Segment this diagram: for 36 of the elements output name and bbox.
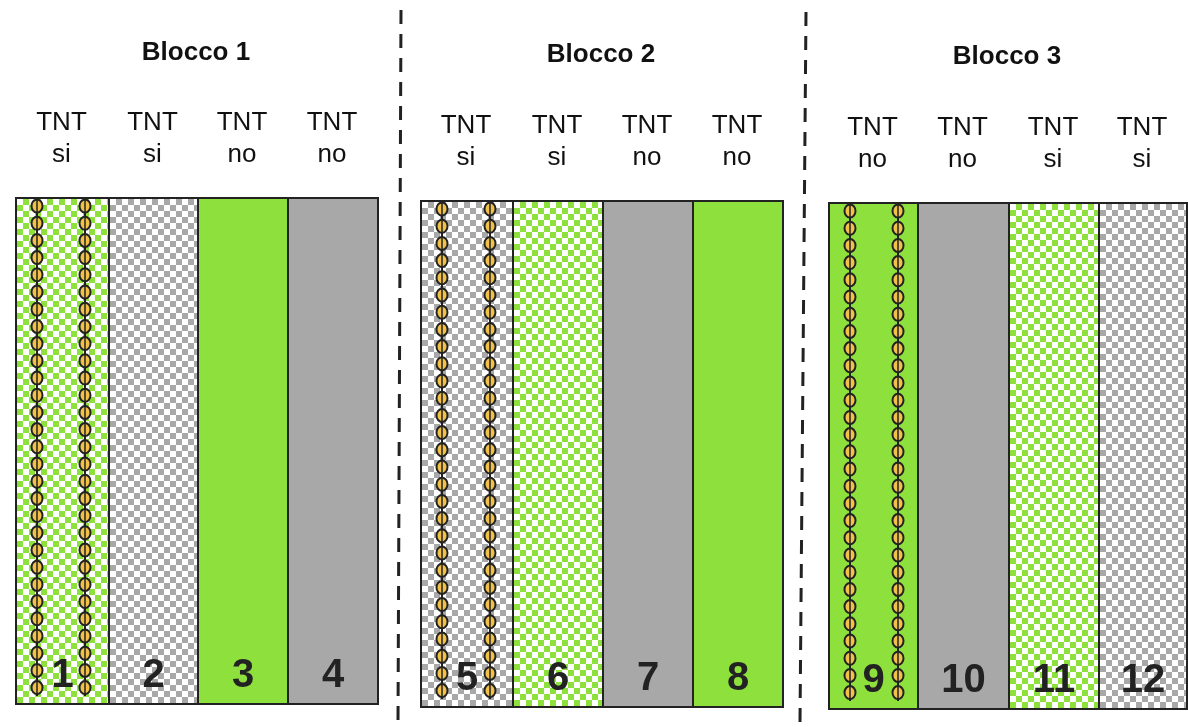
plot-strip [917, 202, 1010, 710]
plot-number: 9 [862, 656, 885, 700]
plot-number: 2 [142, 651, 165, 695]
plot-number: 4 [321, 651, 345, 695]
column-heading: TNT si [530, 108, 584, 172]
column-heading: TNT no [305, 105, 359, 169]
plot-strip [15, 197, 110, 705]
plot-number: 12 [1120, 656, 1166, 700]
plot-number: 8 [726, 654, 750, 698]
plot-number: 7 [636, 654, 660, 698]
plot-strip [108, 197, 199, 705]
plot-strip [420, 200, 514, 708]
column-heading: TNT si [1115, 110, 1169, 174]
plot-strip [692, 200, 784, 708]
block-heading: Blocco 3 [952, 40, 1062, 70]
column-heading: TNT si [126, 105, 179, 169]
column-heading: TNT si [439, 108, 493, 172]
plot-strip [512, 200, 604, 708]
block-heading: Blocco 2 [546, 38, 656, 68]
column-heading: TNT no [936, 110, 989, 174]
plot-number: 3 [231, 651, 255, 695]
plot-strip [602, 200, 694, 708]
plot-number: 5 [455, 654, 479, 698]
column-heading: TNT no [710, 108, 764, 172]
plot-strip [1098, 202, 1188, 710]
plot-strip [287, 197, 379, 705]
plot-strip [828, 202, 919, 710]
plot-strip [1008, 202, 1100, 710]
plot-strip [197, 197, 289, 705]
column-heading: TNT no [620, 108, 674, 172]
column-heading: TNT no [846, 110, 899, 174]
column-heading: TNT si [35, 105, 88, 169]
column-heading: TNT no [215, 105, 269, 169]
plot-number: 10 [941, 656, 986, 700]
column-heading: TNT si [1026, 110, 1080, 174]
block-heading: Blocco 1 [141, 36, 251, 66]
